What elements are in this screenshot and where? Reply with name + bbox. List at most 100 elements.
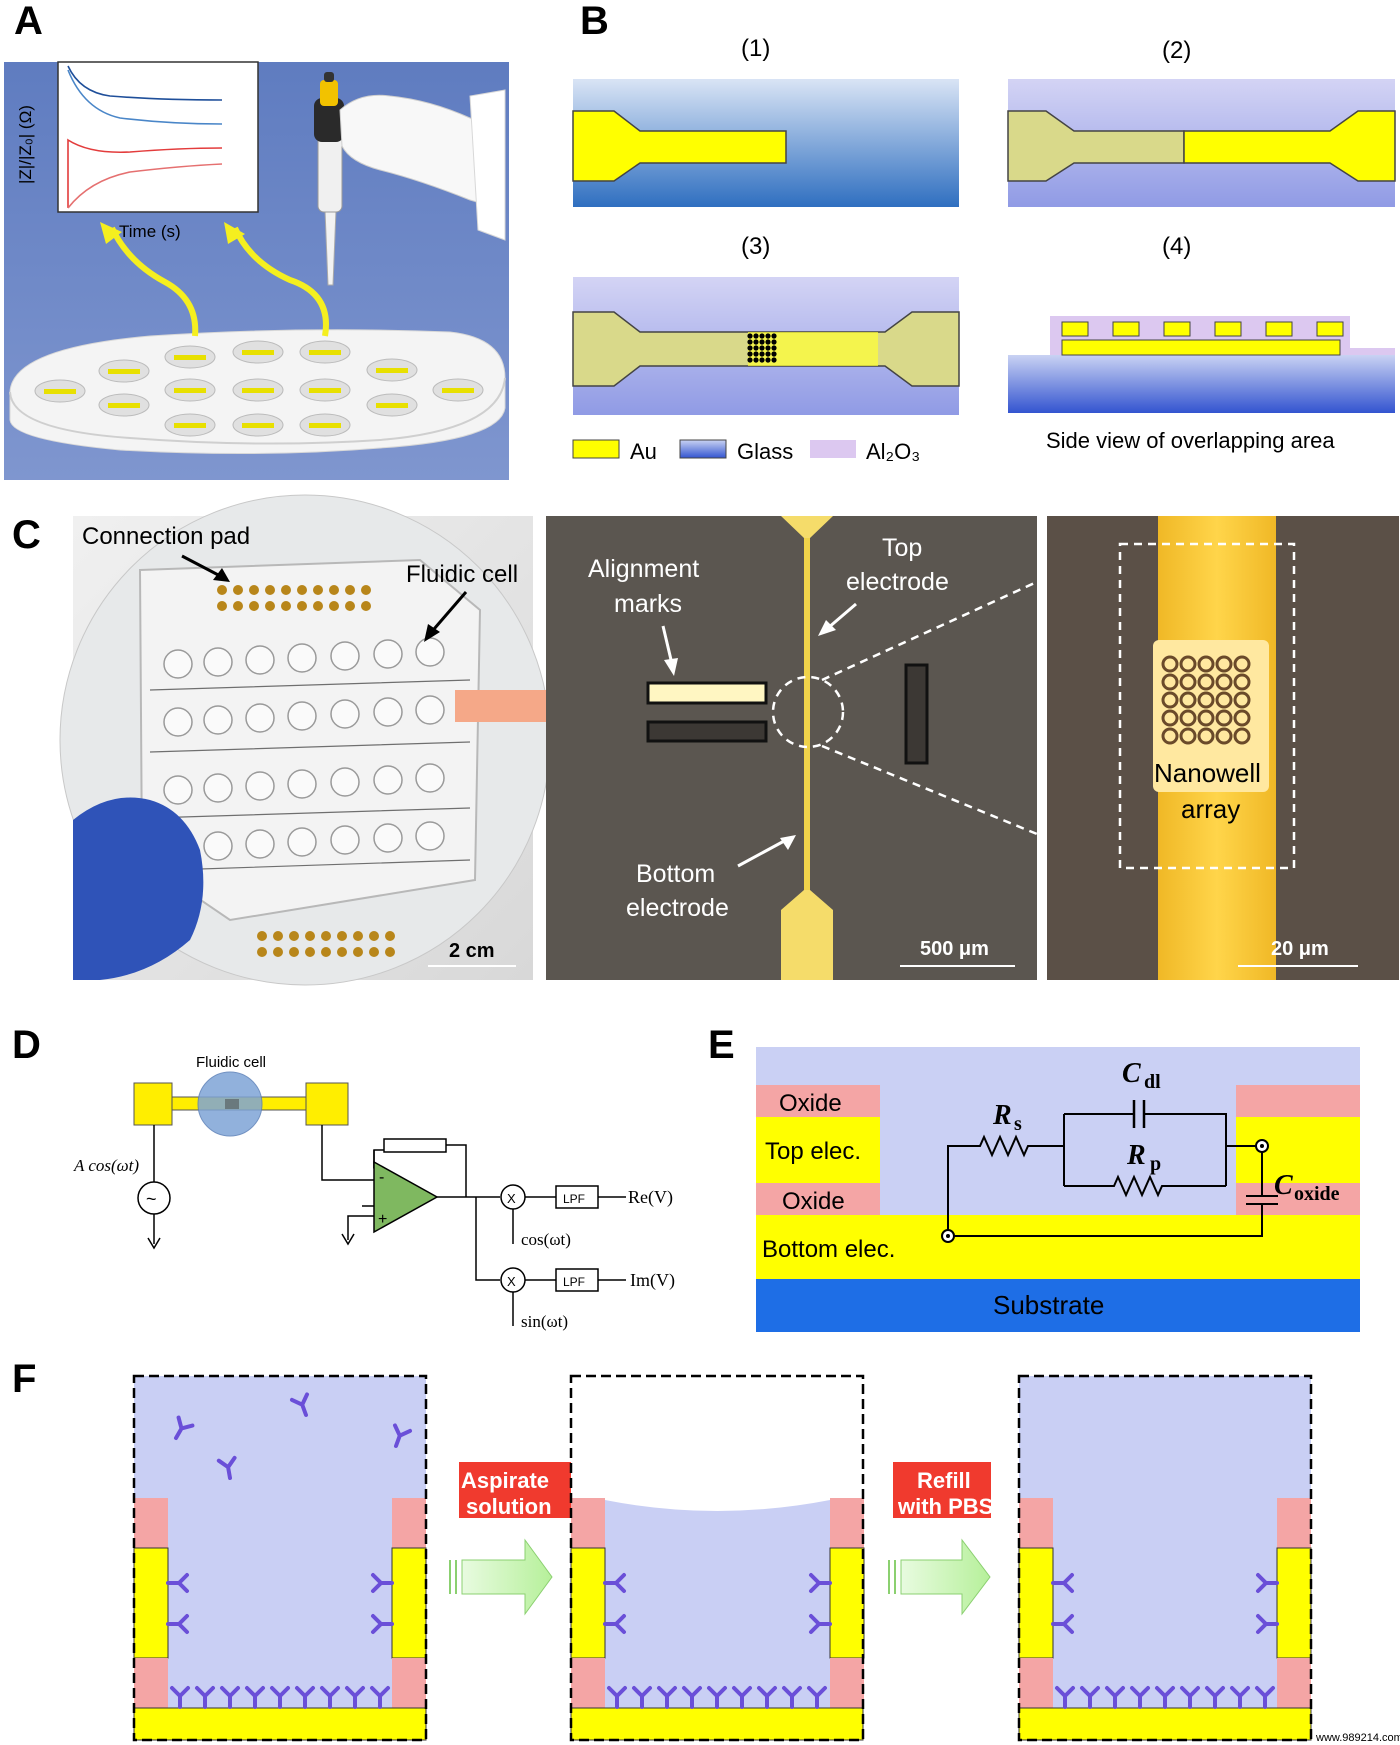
svg-text:+: + xyxy=(378,1211,387,1228)
device-photo: Connection pad Fluidic cell 2 cm xyxy=(59,494,551,986)
svg-text:-: - xyxy=(379,1169,384,1186)
label-sin: sin(ωt) xyxy=(521,1312,568,1331)
label-fluidic-cell-d: Fluidic cell xyxy=(196,1054,266,1071)
panel-c: Connection pad Fluidic cell 2 cm Alignme… xyxy=(59,494,1399,986)
label-cdl-sub: dl xyxy=(1144,1071,1161,1093)
label-nanowell-1: Nanowell xyxy=(1154,758,1261,788)
panel-b: (1) (2) (3) (4) xyxy=(572,35,1396,464)
svg-text:~: ~ xyxy=(146,1189,157,1209)
step-label-4: (4) xyxy=(1162,233,1191,260)
legend-label-au: Au xyxy=(630,439,657,464)
label-aspirate-1: Aspirate xyxy=(461,1468,549,1493)
lpf-im xyxy=(555,1268,599,1292)
capacitor-cdl-icon xyxy=(1132,1100,1146,1128)
legend-label-al2o3: Al₂O₃ xyxy=(866,439,920,464)
label-top-electrode-2: electrode xyxy=(846,568,949,596)
alignment-mark-vertical xyxy=(904,663,929,765)
fabrication-step-3 xyxy=(572,277,960,415)
scale-bar-label-3: 20 μm xyxy=(1271,938,1329,960)
electrode-pad-right xyxy=(305,1082,349,1126)
fluidic-wells-grid xyxy=(163,637,445,861)
panel-label-b: B xyxy=(580,0,609,43)
label-bottom-electrode-2: electrode xyxy=(626,894,729,922)
pipette-icon xyxy=(314,72,344,286)
gloved-hand xyxy=(339,89,506,241)
label-aspirate-2: solution xyxy=(466,1494,552,1519)
step-label-1: (1) xyxy=(741,35,770,62)
oxide-bottom-right xyxy=(1236,1183,1360,1215)
label-im: Im(V) xyxy=(630,1270,675,1291)
label-source: A cos(ωt) xyxy=(73,1156,139,1175)
label-top-elec: Top elec. xyxy=(765,1138,861,1165)
label-rp: R xyxy=(1126,1140,1146,1171)
arrow-well-to-plot-1 xyxy=(109,226,199,337)
label-coxide-sub: oxide xyxy=(1294,1183,1340,1205)
plot-curve-2 xyxy=(67,69,223,125)
arrow-step-2-icon xyxy=(900,1538,991,1616)
microscope-image-electrodes: Alignment marks Top electrode Bottom ele… xyxy=(546,516,1121,980)
watermark: www.989214.com xyxy=(1315,1732,1400,1744)
aspirate-label-box xyxy=(459,1462,577,1518)
fabrication-step-4-side-view xyxy=(1008,316,1395,413)
zoom-box xyxy=(1118,542,1296,870)
op-amp-icon xyxy=(373,1160,439,1234)
label-refill-1: Refill xyxy=(917,1468,971,1493)
oxide-top-left xyxy=(756,1085,880,1117)
well-plate-edge xyxy=(9,377,506,445)
label-cos: cos(ωt) xyxy=(521,1230,571,1249)
legend-label-glass: Glass xyxy=(737,439,793,464)
panel-label-f: F xyxy=(12,1357,36,1401)
legend-swatch-au xyxy=(572,439,620,459)
label-alignment-marks-2: marks xyxy=(614,590,682,618)
connection-pads xyxy=(217,585,395,957)
label-cdl: C xyxy=(1122,1058,1141,1089)
label-bottom-elec: Bottom elec. xyxy=(762,1236,895,1263)
label-oxide-bottom: Oxide xyxy=(782,1188,845,1215)
side-view-caption: Side view of overlapping area xyxy=(1046,428,1335,453)
label-alignment-marks-1: Alignment xyxy=(588,555,699,583)
plate-wells xyxy=(34,340,484,437)
svg-text:LPF: LPF xyxy=(563,1192,585,1206)
arrow-step-1-icon xyxy=(461,1538,553,1616)
plot-y-label: |Z|/|Z₀| (Ω) xyxy=(16,105,35,184)
svg-text:X: X xyxy=(507,1274,516,1289)
scale-bar-label-1: 2 cm xyxy=(449,940,495,962)
label-rp-sub: p xyxy=(1150,1153,1161,1175)
plot-curve-1 xyxy=(67,65,223,101)
panel-label-e: E xyxy=(708,1023,735,1067)
label-re: Re(V) xyxy=(628,1187,673,1208)
label-oxide-top: Oxide xyxy=(779,1090,842,1117)
label-nanowell-2: array xyxy=(1181,794,1240,824)
step-label-3: (3) xyxy=(741,233,770,260)
panel-label-d: D xyxy=(12,1023,41,1067)
lpf-re xyxy=(555,1185,599,1209)
fabrication-step-1 xyxy=(572,79,959,207)
panel-label-c: C xyxy=(12,513,41,557)
refill-label-box xyxy=(893,1462,991,1518)
label-rs: R xyxy=(992,1100,1012,1131)
arrow-head-2 xyxy=(224,222,245,244)
label-bottom-electrode-1: Bottom xyxy=(636,860,715,888)
panel-e: Oxide Top elec. Oxide Bottom elec. Subst… xyxy=(756,1047,1360,1332)
overlap-region-circle xyxy=(771,675,845,749)
svg-text:X: X xyxy=(507,1191,516,1206)
arrow-head-1 xyxy=(100,222,122,244)
fluidic-well-step-1 xyxy=(132,1374,428,1742)
plot-curve-4 xyxy=(67,163,223,209)
arrow-well-to-plot-2 xyxy=(232,226,329,337)
alignment-mark-dark xyxy=(646,720,768,743)
top-elec-left xyxy=(756,1117,880,1183)
panel-a: |Z|/|Z₀| (Ω) Time (s) xyxy=(4,61,509,480)
nanowell-dot-array xyxy=(747,333,777,363)
oxide-top-right xyxy=(1236,1085,1360,1117)
label-refill-2: with PBS xyxy=(897,1494,993,1519)
electrode-pad-left xyxy=(133,1082,173,1126)
plot-curve-3 xyxy=(67,138,223,208)
gloved-thumb xyxy=(73,797,204,980)
label-fluidic-cell: Fluidic cell xyxy=(406,561,518,588)
top-elec-right xyxy=(1236,1117,1360,1183)
arrow-connection-pad xyxy=(181,554,225,580)
panel-f: Aspirate solution Refill with PBS xyxy=(132,1374,1313,1742)
oxide-bottom-left xyxy=(756,1183,880,1215)
label-coxide: C xyxy=(1274,1170,1293,1201)
